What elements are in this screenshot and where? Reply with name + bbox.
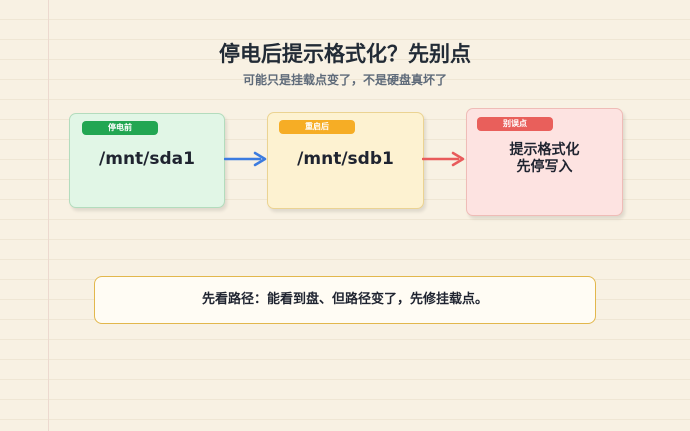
step-path-sdb1: /mnt/sdb1 [297,149,394,169]
step-card-before-outage: 停电前 /mnt/sda1 [69,113,225,208]
step-path-sda1: /mnt/sda1 [99,149,195,169]
notebook-margin-line [48,0,49,431]
page-subtitle: 可能只是挂载点变了，不是硬盘真坏了 [242,73,447,87]
arrow-icon [224,151,267,167]
step-card-dont-click: 别误点 提示格式化 先停写入 [466,108,623,216]
page-title: 停电后提示格式化？先别点 [219,42,471,66]
step-card-after-reboot: 重启后 /mnt/sdb1 [267,112,424,209]
step-warning-line-2: 先停写入 [516,159,573,175]
step-warning-line-1: 提示格式化 [509,142,580,158]
step-tag-dont-click: 别误点 [477,117,553,131]
step-tag-before-outage: 停电前 [82,121,158,135]
step-tag-after-reboot: 重启后 [279,120,355,134]
tip-note-box: 先看路径：能看到盘、但路径变了，先修挂载点。 [94,276,596,324]
step-warning-text: 提示格式化 先停写入 [467,142,622,176]
arrow-icon [422,151,465,167]
